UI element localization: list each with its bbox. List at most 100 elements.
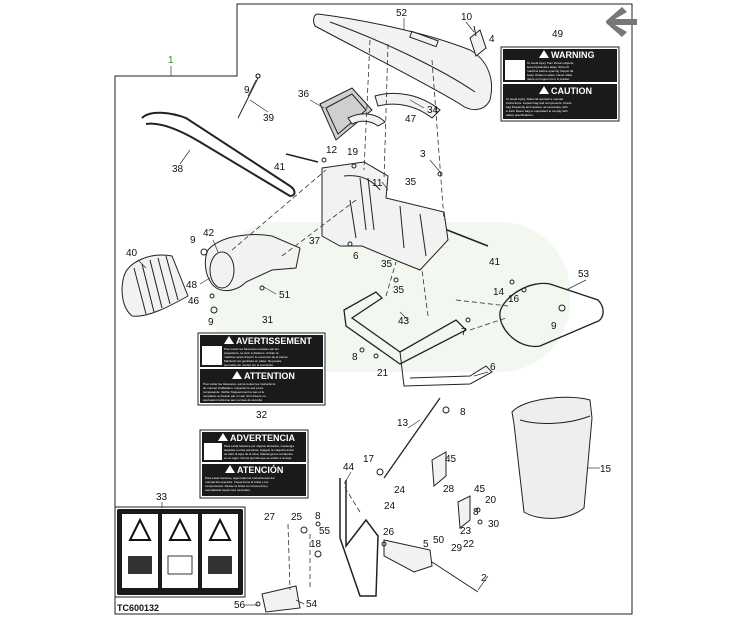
callout: 12 (326, 145, 338, 156)
callout: 37 (309, 236, 321, 247)
svg-text:machine before opening hopper: machine before opening hopper lid. (527, 69, 574, 73)
callout: 6 (490, 362, 496, 373)
label-33-pictorial (114, 506, 246, 598)
label-31-avertissement-attention: AVERTISSEMENT Pour éviter les blessures … (197, 332, 326, 406)
warning-triangle-icon (208, 517, 232, 541)
warning-triangle-icon (539, 50, 549, 58)
arrow-down-left-icon[interactable] (606, 7, 637, 37)
callout: 35 (393, 285, 405, 296)
svg-text:machine avant d'ouvrir le couv: machine avant d'ouvrir le couvercle de l… (224, 355, 288, 359)
callout: 39 (263, 113, 275, 124)
callout: 49 (552, 29, 564, 40)
bag-rim-part (499, 282, 604, 348)
warning-triangle-icon (224, 336, 234, 344)
callout: 9 (551, 321, 557, 332)
atencion-heading: ATENCIÓN (237, 464, 283, 475)
callout: 42 (203, 228, 215, 239)
callout: 43 (398, 316, 410, 327)
callout: 8 (460, 407, 466, 418)
svg-text:composants. Vérifier fréquemme: composants. Vérifier fréquemment le sac … (203, 390, 264, 394)
assembly-lines (231, 39, 509, 591)
callout: 2 (481, 573, 487, 584)
callout: 5 (423, 539, 429, 550)
callout: 44 (343, 462, 355, 473)
atencion-text: Para evitar lesiones, siga todas las ins… (205, 476, 275, 492)
svg-text:reemplácela según sea necesari: reemplácela según sea necesario. (205, 488, 251, 492)
warning-triangle-icon (225, 465, 235, 473)
fasteners (200, 73, 566, 607)
svg-text:Pour éviter les blessures, sui: Pour éviter les blessures, suivre toutes… (203, 382, 276, 386)
rod-part (141, 111, 296, 198)
callout: 22 (463, 539, 475, 550)
avertissement-heading: AVERTISSEMENT (236, 336, 312, 346)
svg-text:permettre de monter sur le cou: permettre de monter sur le couvercle. (224, 363, 274, 367)
warning-text: To avoid injury from thrown objects, kee… (527, 61, 574, 81)
svg-text:manual del operador. Inspeccio: manual del operador. Inspeccione la bols… (205, 480, 269, 484)
svg-text:équivalent conforme aux normes: équivalent conforme aux normes de sécuri… (203, 398, 263, 402)
callout: 51 (279, 290, 291, 301)
callout: 24 (394, 485, 406, 496)
callout: 54 (306, 599, 318, 610)
callout: 26 (383, 527, 395, 538)
svg-text:bag frequently and replace, as: bag frequently and replace, as necessary… (506, 105, 568, 109)
callout: 48 (186, 280, 198, 291)
svg-text:en su lugar. Nunca permita que: en su lugar. Nunca permita que se suban … (224, 456, 292, 460)
svg-text:du manuel d'utilisation. Inspe: du manuel d'utilisation. Inspecter le sa… (203, 386, 264, 390)
label-32-advertencia-atencion: ADVERTENCIA Para evitar lesiones por obj… (199, 429, 309, 499)
svg-text:remplacer au besoin par un sac: remplacer au besoin par un sac John Deer… (203, 394, 266, 398)
callout: 8 (473, 507, 479, 518)
warning-triangle-icon (218, 433, 228, 441)
svg-text:To avoid injury, follow all op: To avoid injury, follow all operator's m… (506, 97, 563, 101)
svg-text:projections, se tenir à distan: projections, se tenir à distance. Arrête… (224, 351, 279, 355)
figure-id: TC600132 (117, 603, 159, 613)
callout: 45 (474, 484, 486, 495)
chute-part (204, 234, 301, 291)
callout: 15 (600, 464, 612, 475)
callout: 32 (256, 410, 268, 421)
bolt-part (237, 73, 261, 119)
callout-numbers: 52 10 4 49 9 39 36 34 47 38 41 12 19 3 1… (126, 8, 612, 611)
callout: 23 (460, 526, 472, 537)
diagram-frame (114, 3, 633, 615)
callout: 10 (461, 12, 473, 23)
callout: 30 (488, 519, 500, 530)
svg-text:Keep chutes in place. Never al: Keep chutes in place. Never allow (527, 73, 573, 77)
callout: 34 (427, 105, 439, 116)
callout: 14 (493, 287, 505, 298)
advertencia-heading: ADVERTENCIA (230, 433, 296, 443)
callout: 19 (347, 147, 359, 158)
callout: 31 (262, 315, 274, 326)
bag-frame-part (343, 291, 493, 387)
svg-text:keep bystanders away. Shut off: keep bystanders away. Shut off (527, 65, 569, 69)
callout: 55 (319, 526, 331, 537)
callout: 46 (188, 296, 200, 307)
svg-text:Maintenir les goulottes en pla: Maintenir les goulottes en place. Ne jam… (224, 359, 282, 363)
callout: 6 (353, 251, 359, 262)
warning-triangle-icon (168, 517, 192, 541)
avertissement-text: Pour éviter les blessures causées par le… (224, 347, 288, 367)
callout: 8 (352, 352, 358, 363)
callout: 16 (508, 294, 520, 305)
flex-hose-part (121, 254, 189, 317)
callout: 9 (244, 85, 250, 96)
callout: 40 (126, 248, 138, 259)
svg-text:safety specifications.: safety specifications. (506, 113, 534, 117)
callout: 13 (397, 418, 409, 429)
callout: 3 (420, 149, 426, 160)
callout: 9 (190, 235, 196, 246)
callout: 52 (396, 8, 408, 19)
callout: 24 (384, 501, 396, 512)
callout: 38 (172, 164, 184, 175)
svg-text:riders on hopper lid or in buc: riders on hopper lid or in bucket. (527, 77, 570, 81)
handle-part (339, 478, 379, 597)
callout: 8 (315, 511, 321, 522)
warning-triangle-icon (232, 371, 242, 379)
bucket-part (511, 396, 593, 519)
callout: 11 (372, 178, 383, 189)
advertencia-text: Para evitar lesiones por objetos lanzado… (224, 444, 294, 460)
latch-part (469, 25, 487, 57)
callout: 27 (264, 512, 276, 523)
callout: 17 (363, 454, 375, 465)
svg-text:instructions. Inspect bag and: instructions. Inspect bag and components… (506, 101, 572, 105)
caution-heading: CAUTION (551, 86, 592, 96)
